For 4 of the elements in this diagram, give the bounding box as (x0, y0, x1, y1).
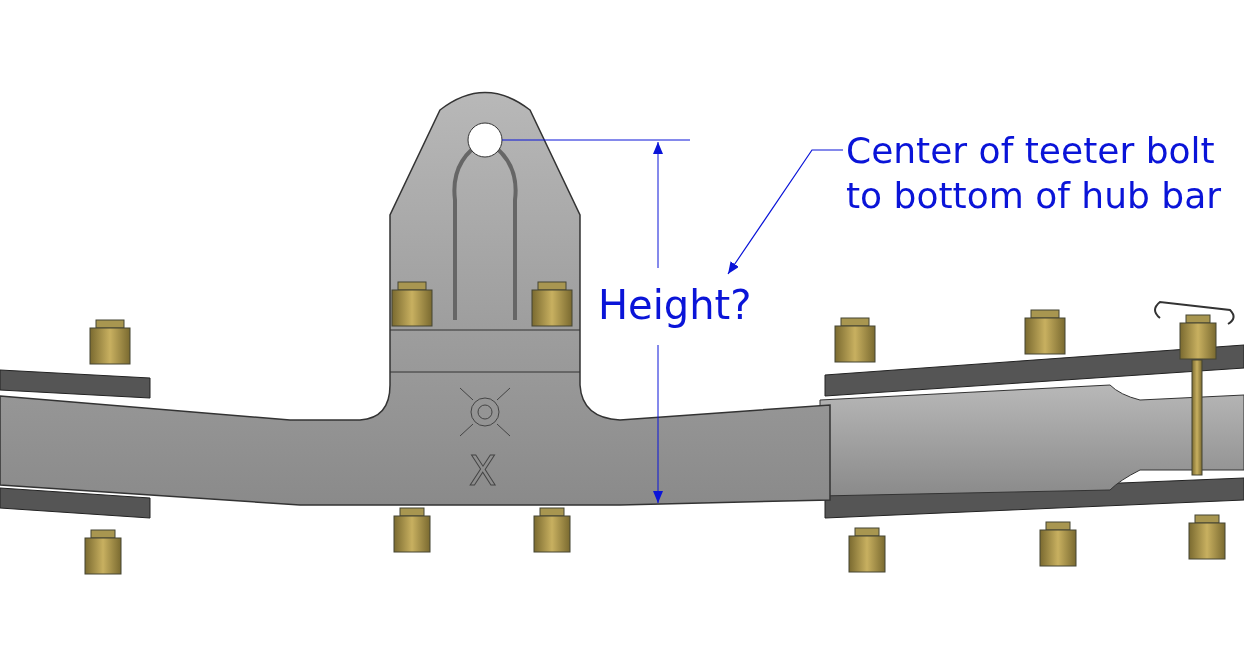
dimension-label: Height? (598, 280, 748, 330)
leader-line (727, 149, 844, 275)
engraved-mark: X (469, 448, 497, 494)
callout-note: Center of teeter bolt to bottom of hub bar (846, 128, 1236, 218)
